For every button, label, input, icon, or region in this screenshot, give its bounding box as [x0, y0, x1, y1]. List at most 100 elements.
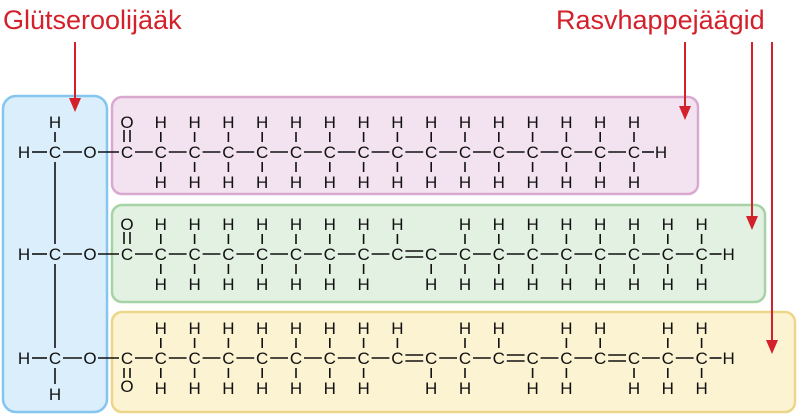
hydrogen-atom: H — [357, 379, 369, 398]
hydrogen-atom: H — [459, 215, 471, 234]
hydrogen-atom: H — [526, 379, 538, 398]
carbon-atom: C — [560, 349, 572, 368]
hydrogen-atom: H — [526, 113, 538, 132]
hydrogen-atom: H — [459, 173, 471, 192]
hydrogen-atom: H — [594, 275, 606, 294]
carbonyl-oxygen: O — [120, 377, 133, 396]
hydrogen-atom: H — [425, 379, 437, 398]
carbon-atom: C — [425, 143, 437, 162]
hydrogen-atom: H — [357, 173, 369, 192]
carbon-atom: C — [493, 143, 505, 162]
hydrogen-atom: H — [560, 173, 572, 192]
hydrogen-atom: H — [560, 215, 572, 234]
hydrogen-atom: H — [594, 113, 606, 132]
carbon-atom: C — [324, 349, 336, 368]
hydrogen-atom: H — [155, 215, 167, 234]
hydrogen-atom: H — [425, 173, 437, 192]
carbon-atom: C — [222, 245, 234, 264]
hydrogen-atom: H — [459, 275, 471, 294]
hydrogen-atom: H — [188, 379, 200, 398]
glycerol-label: Glütseroolijääk — [3, 5, 182, 35]
fatty-acid-arrow-3 — [766, 42, 778, 354]
carbon-atom: C — [121, 245, 133, 264]
hydrogen-atom: H — [594, 173, 606, 192]
hydrogen-atom: H — [324, 379, 336, 398]
carbon-atom: C — [49, 349, 61, 368]
hydrogen-atom: H — [290, 173, 302, 192]
hydrogen-atom: H — [155, 173, 167, 192]
fatty-acid-box-3 — [110, 310, 797, 414]
carbon-atom: C — [49, 143, 61, 162]
carbon-atom: C — [155, 143, 167, 162]
carbon-atom: C — [391, 143, 403, 162]
hydrogen-atom: H — [256, 379, 268, 398]
carbon-atom: C — [560, 143, 572, 162]
fatty-acid-arrow-2 — [746, 42, 758, 230]
carbon-atom: C — [628, 143, 640, 162]
glycerol-arrow — [69, 42, 81, 112]
oxygen-atom: O — [83, 143, 96, 162]
hydrogen-atom: H — [18, 349, 30, 368]
hydrogen-atom: H — [18, 143, 30, 162]
hydrogen-atom: H — [560, 319, 572, 338]
hydrogen-atom: H — [493, 215, 505, 234]
hydrogen-atom: H — [662, 379, 674, 398]
hydrogen-atom: H — [459, 319, 471, 338]
hydrogen-atom: H — [628, 173, 640, 192]
hydrogen-atom: H — [188, 173, 200, 192]
hydrogen-atom: H — [695, 275, 707, 294]
carbon-atom: C — [49, 245, 61, 264]
hydrogen-atom: H — [188, 319, 200, 338]
hydrogen-atom: H — [425, 275, 437, 294]
hydrogen-atom: H — [256, 173, 268, 192]
carbon-atom: C — [121, 143, 133, 162]
oxygen-atom: O — [83, 349, 96, 368]
carbon-atom: C — [526, 349, 538, 368]
carbon-atom: C — [357, 349, 369, 368]
carbon-atom: C — [256, 349, 268, 368]
carbon-atom: C — [222, 143, 234, 162]
fatty-acid-box-1 — [110, 95, 700, 196]
hydrogen-atom: H — [459, 379, 471, 398]
carbon-atom: C — [425, 245, 437, 264]
hydrogen-atom: H — [357, 319, 369, 338]
hydrogen-atom: H — [391, 319, 403, 338]
hydrogen-atom: H — [493, 113, 505, 132]
hydrogen-atom: H — [324, 215, 336, 234]
fatty-acid-arrow-1 — [679, 42, 691, 120]
carbonyl-oxygen: O — [120, 113, 133, 132]
hydrogen-atom: H — [391, 113, 403, 132]
hydrogen-atom: H — [324, 319, 336, 338]
hydrogen-atom: H — [357, 215, 369, 234]
hydrogen-atom: H — [324, 275, 336, 294]
hydrogen-atom: H — [256, 275, 268, 294]
carbon-atom: C — [459, 245, 471, 264]
hydrogen-atom: H — [18, 245, 30, 264]
hydrogen-atom: H — [560, 113, 572, 132]
carbon-atom: C — [155, 245, 167, 264]
carbon-atom: C — [290, 245, 302, 264]
hydrogen-atom: H — [222, 379, 234, 398]
hydrogen-atom: H — [526, 215, 538, 234]
fatty-acids-label: Rasvhappejäägid — [556, 5, 765, 35]
hydrogen-atom: H — [628, 275, 640, 294]
carbon-atom: C — [662, 245, 674, 264]
hydrogen-atom: H — [493, 173, 505, 192]
carbon-atom: C — [324, 245, 336, 264]
hydrogen-atom: H — [290, 275, 302, 294]
hydrogen-atom: H — [290, 113, 302, 132]
hydrogen-atom: H — [425, 113, 437, 132]
hydrogen-atom: H — [188, 275, 200, 294]
carbon-atom: C — [594, 245, 606, 264]
carbon-atom: C — [459, 349, 471, 368]
hydrogen-atom: H — [655, 143, 667, 162]
hydrogen-atom: H — [560, 275, 572, 294]
hydrogen-atom: H — [155, 379, 167, 398]
hydrogen-atom: H — [256, 113, 268, 132]
carbon-atom: C — [662, 349, 674, 368]
carbonyl-oxygen: O — [120, 215, 133, 234]
hydrogen-atom: H — [391, 173, 403, 192]
hydrogen-atom: H — [628, 215, 640, 234]
